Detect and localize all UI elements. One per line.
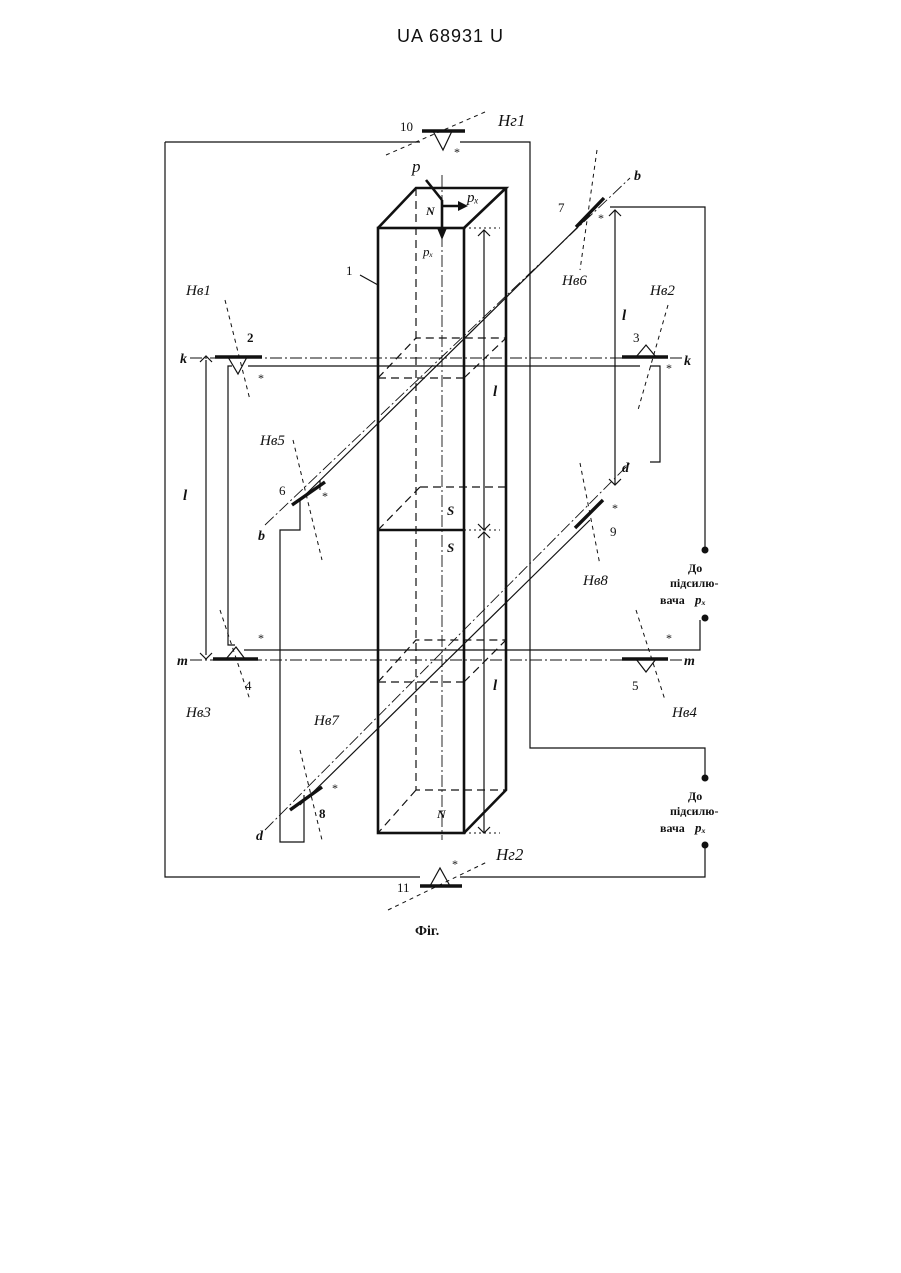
sensor-notches [226,131,656,886]
label-dim-l-left: l [183,488,188,504]
label-sensor-2: 2 [247,330,254,345]
label-force-pz: pₓ [422,244,434,259]
label-Hv7: Hв7 [313,713,340,729]
label-sensor-4: 4 [245,678,252,693]
dimension-lines [200,210,621,833]
label-Hv6: Hв6 [561,273,587,289]
sensor-wires [228,207,705,842]
svg-text:До: До [688,789,702,803]
label-force-px: pₓ [466,190,479,206]
label-Hv2: Hв2 [649,283,675,299]
label-Hv1: Hв1 [185,283,211,299]
svg-text:pₓ: pₓ [694,592,706,607]
svg-text:*: * [258,371,264,385]
label-axis-k-right: k [684,354,691,369]
amplifier-x-label: До підсилю- вача pₓ [660,789,718,835]
outer-circuit-wire [165,142,705,877]
label-Hv8: Hв8 [582,573,608,589]
label-axis-b-top: b [634,169,641,184]
label-axis-d-bottom: d [256,829,264,844]
svg-text:вача: вача [660,821,685,835]
sensor-8-coil [290,787,322,810]
label-axis-m-left: m [177,654,188,669]
sensor-coils [213,131,668,886]
svg-text:*: * [598,211,604,225]
svg-text:*: * [666,631,672,645]
label-pole-S-2: S [447,540,454,555]
label-axis-m-right: m [684,654,695,669]
svg-text:*: * [452,857,458,871]
label-Hv4: Hв4 [671,705,697,721]
label-sensor-5: 5 [632,678,639,693]
svg-text:*: * [322,489,328,503]
figure-caption: Фіг. [415,924,439,939]
axis-d [265,463,630,830]
label-sensor-11: 11 [397,880,410,895]
label-pole-N-top: N [425,204,436,218]
label-Hg2: Hг2 [495,845,524,864]
label-sensor-8: 8 [319,806,326,821]
label-sensor-10: 10 [400,119,413,134]
svg-text:*: * [258,631,264,645]
label-sensor-6: 6 [279,483,286,498]
label-pole-N-bottom: N [436,807,447,821]
svg-text:pₓ: pₓ [694,820,706,835]
svg-text:*: * [612,501,618,515]
label-axis-b-bottom: b [258,529,265,544]
svg-text:підсилю-: підсилю- [670,576,718,590]
label-sensor-3: 3 [633,330,640,345]
amplifier-z-label: До підсилю- вача pₓ [660,561,718,607]
label-Hv3: Hв3 [185,705,211,721]
label-Hv5: Hв5 [259,433,285,449]
svg-text:*: * [666,361,672,375]
label-pole-S-1: S [447,503,454,518]
label-force-p: p [411,157,421,176]
label-axis-k-left: k [180,352,187,367]
label-dim-l-center-upper: l [493,384,498,400]
svg-text:вача: вача [660,593,685,607]
svg-text:*: * [332,781,338,795]
svg-text:підсилю-: підсилю- [670,804,718,818]
svg-text:*: * [454,145,460,159]
label-beam: 1 [346,263,353,278]
svg-text:До: До [688,561,702,575]
label-sensor-9: 9 [610,524,617,539]
label-dim-l-right: l [622,308,627,324]
label-dim-l-center-lower: l [493,678,498,694]
label-Hg1: Hг1 [497,111,525,130]
beam [378,175,506,840]
label-sensor-7: 7 [558,200,565,215]
label-axis-d-top: d [622,461,630,476]
